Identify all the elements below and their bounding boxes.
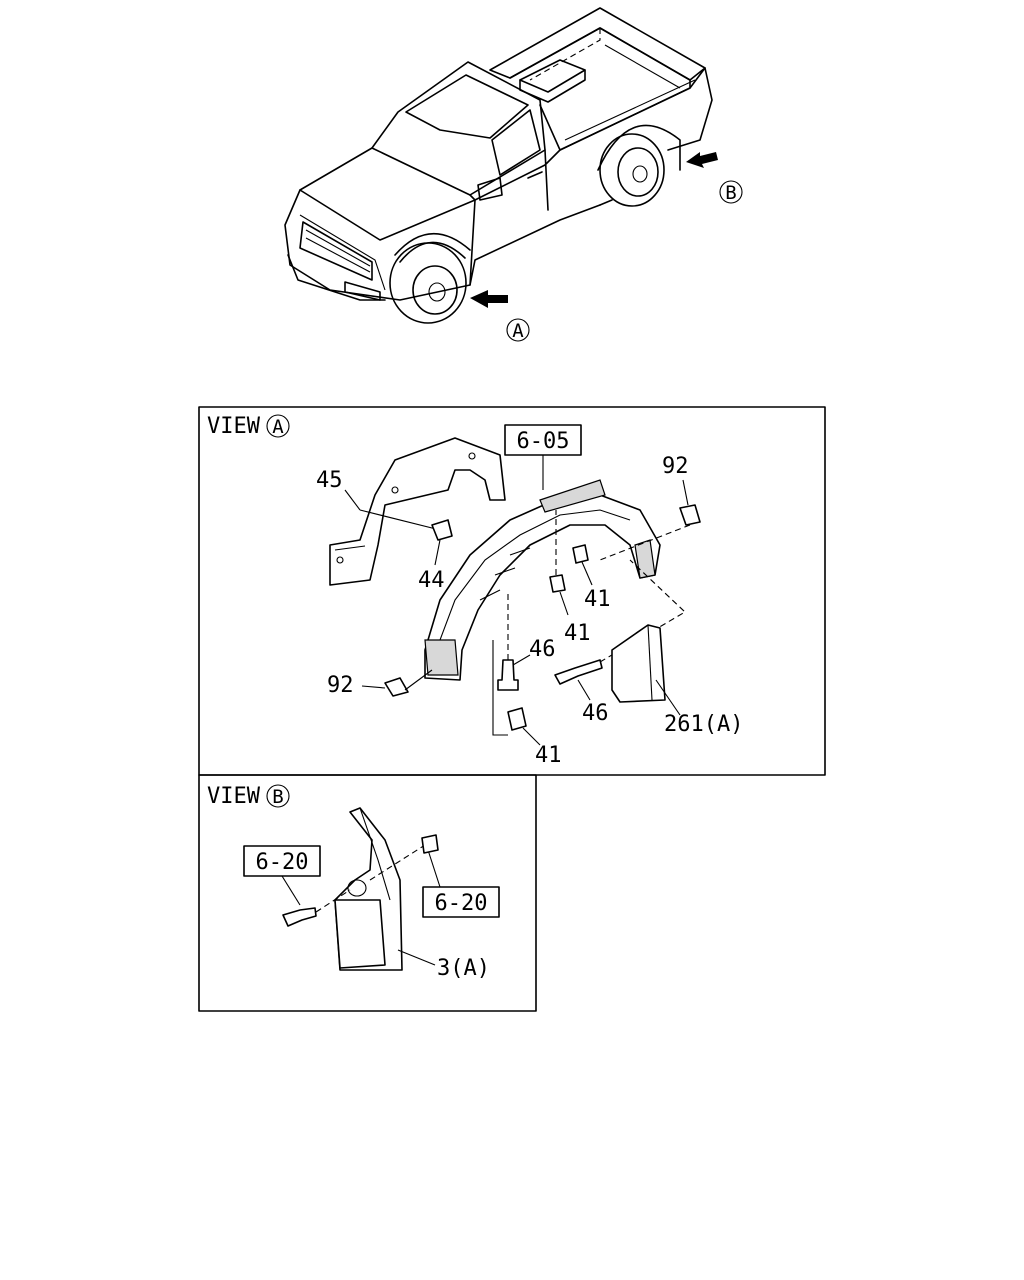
svg-text:6-05: 6-05 <box>517 429 570 454</box>
label-92-left: 92 <box>327 673 354 698</box>
view-b-title: VIEW <box>207 784 261 809</box>
view-b-arrow: B <box>686 152 743 204</box>
label-3a: 3(A) <box>437 956 490 981</box>
view-b-panel: VIEW B 6-20 6-20 3(A) <box>198 774 537 1012</box>
ref-box-6-20-right <box>422 886 500 918</box>
label-41-b: 41 <box>564 621 591 646</box>
label-261a: 261(A) <box>664 712 743 737</box>
arrow-a-letter: A <box>512 320 524 342</box>
label-41-a: 41 <box>584 587 611 612</box>
arrow-b-letter: B <box>725 182 736 204</box>
svg-text:6-20: 6-20 <box>256 850 309 875</box>
svg-text:6-20: 6-20 <box>435 891 488 916</box>
view-a-panel: VIEW A 6-05 <box>198 406 826 776</box>
view-a-marker: A <box>272 416 284 438</box>
truck-illustration <box>284 7 713 324</box>
label-44: 44 <box>418 568 445 593</box>
label-41-c: 41 <box>535 743 562 768</box>
label-45: 45 <box>316 468 343 493</box>
label-92-top: 92 <box>662 454 689 479</box>
label-46-a: 46 <box>529 637 556 662</box>
view-a-arrow: A <box>470 290 530 342</box>
view-b-marker: B <box>272 786 283 808</box>
label-46-b: 46 <box>582 701 609 726</box>
view-a-title: VIEW <box>207 414 261 439</box>
